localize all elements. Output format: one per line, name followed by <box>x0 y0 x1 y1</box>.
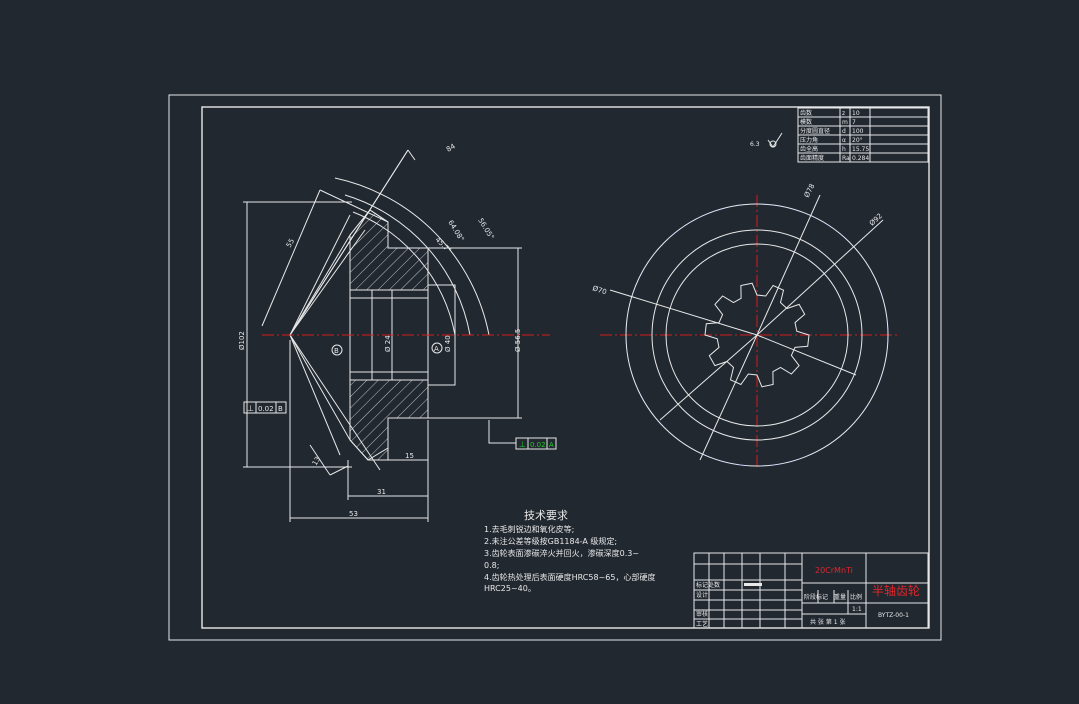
dim-od: Ø102 <box>238 331 246 350</box>
datum-b-label: B <box>334 347 339 355</box>
dim-15: 15 <box>405 452 414 460</box>
technical-requirements: 技术要求 1.去毛刺锐边和氧化皮等; 2.未注公差等级按GB1184-A 级规定… <box>484 509 655 593</box>
datum-markers <box>331 342 443 356</box>
tech-line-6: HRC25~40。 <box>484 584 536 593</box>
tech-line-4: 0.8; <box>484 561 499 570</box>
dim-64: 64.08° <box>446 219 465 243</box>
tb-stage-0: 阶段标记 <box>804 593 828 601</box>
end-view <box>609 194 889 467</box>
param-cell: m <box>842 119 848 126</box>
tb-left-3: 工艺 <box>696 620 708 628</box>
param-cell: 100 <box>852 128 864 135</box>
part-name: 半轴齿轮 <box>872 583 920 598</box>
tolerance-frame-right: ⊥ 0.02 A <box>515 437 557 450</box>
param-cell: 齿数 <box>800 109 812 117</box>
dim-hub: Ø 56.5 <box>514 329 522 352</box>
dim-13: 13 <box>311 455 322 467</box>
tol-left-value: 0.02 <box>258 405 274 413</box>
param-cell: 齿全高 <box>800 145 818 153</box>
tb-fill-bar <box>744 583 762 586</box>
tol-right-value: 0.02 <box>530 441 546 449</box>
tb-left-1: 设计 <box>696 591 708 599</box>
surface-finish-value: 6.3 <box>750 141 760 148</box>
dim-84: 84 <box>445 142 457 154</box>
tol-left-symbol: ⊥ <box>247 404 254 413</box>
tb-stage-2: 比例 <box>850 593 862 601</box>
dim-55: 55 <box>285 237 296 249</box>
param-cell: 7 <box>852 119 856 126</box>
tech-line-2: 2.未注公差等级按GB1184-A 级规定; <box>484 536 617 546</box>
tb-scale: 1:1 <box>852 606 862 613</box>
hatch-lower <box>349 379 429 461</box>
tech-line-3: 3.齿轮表面渗碳淬火并回火，渗碳深度0.3~ <box>484 548 639 558</box>
datum-a-label: A <box>434 345 439 353</box>
tech-line-5: 4.齿轮热处理后表面硬度HRC58~65，心部硬度 <box>484 572 655 582</box>
dim-bore2: Ø 40 <box>444 335 452 352</box>
tol-right-symbol: ⊥ <box>519 440 526 449</box>
param-cell: d <box>842 128 846 135</box>
tolerance-frame-left: ⊥ 0.02 B <box>243 401 287 414</box>
dim-bore1: Ø 24 <box>384 335 392 352</box>
dim-45: 45.7° <box>434 236 453 255</box>
drawing-number: BYTZ-00-1 <box>878 612 909 619</box>
param-cell: 模数 <box>800 118 812 126</box>
param-cell: 0.284 <box>852 155 869 162</box>
param-cell: 15.75 <box>852 146 869 153</box>
tech-title: 技术要求 <box>524 509 568 522</box>
title-block <box>693 552 929 629</box>
centerlines <box>262 195 900 470</box>
section-view <box>243 149 522 522</box>
dim-r78: Ø78 <box>803 182 817 198</box>
dim-53: 53 <box>349 510 358 518</box>
surface-finish-symbol: 6.3 <box>750 132 783 148</box>
dim-r70: Ø70 <box>591 284 607 296</box>
inner-circle <box>665 243 849 427</box>
tol-left-datum: B <box>278 405 283 413</box>
param-cell: 20° <box>852 137 863 144</box>
param-cell: Ra <box>842 155 850 162</box>
hub-circle <box>651 229 863 441</box>
dim-31: 31 <box>377 488 386 496</box>
spline-profile <box>704 282 810 388</box>
tech-line-1: 1.去毛刺锐边和氧化皮等; <box>484 524 574 534</box>
param-cell: 分度圆直径 <box>800 127 830 135</box>
tol-right-datum: A <box>549 441 554 449</box>
dimension-texts: 84 55 64.08° 56.05° 45.7° Ø102 Ø 24 Ø 40… <box>238 142 522 518</box>
tb-left-2: 审核 <box>696 610 708 618</box>
param-cell: 10 <box>852 110 860 117</box>
drawing-frame <box>168 94 942 641</box>
param-cell: 齿面精度 <box>800 154 824 162</box>
param-cell: h <box>842 146 846 153</box>
dim-56: 56.05° <box>476 217 495 241</box>
param-cell: α <box>842 137 846 144</box>
material: 20CrMnTi <box>815 566 853 575</box>
dim-r92: Ø92 <box>868 212 884 228</box>
tb-stage-1: 重量 <box>834 593 846 601</box>
param-cell: 压力角 <box>800 136 818 144</box>
param-cell: z <box>842 110 845 117</box>
outer-circle <box>625 203 889 467</box>
tb-sheet: 共 张 第 1 张 <box>810 618 845 626</box>
tb-left-0: 标记处数 <box>696 581 720 589</box>
